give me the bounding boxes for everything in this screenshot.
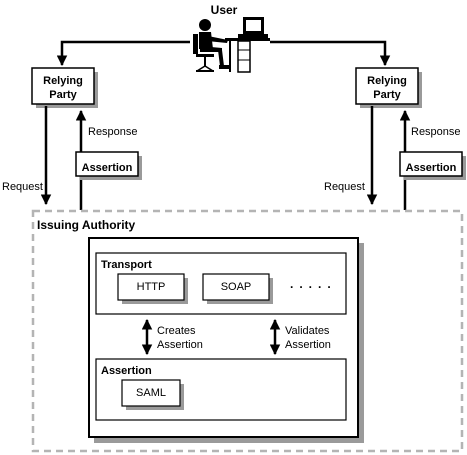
- right-request-label: Request: [324, 181, 365, 193]
- soap-box: [202, 273, 273, 304]
- transport-title: Transport: [101, 259, 152, 271]
- right-relying-party-box: [355, 67, 422, 108]
- validates-label-1: Validates: [285, 325, 330, 337]
- left-relying-party-label-1: Relying: [43, 75, 83, 87]
- creates-label-2: Assertion: [157, 339, 203, 351]
- right-assertion-box: [399, 151, 466, 180]
- assertion-title: Assertion: [101, 365, 152, 377]
- right-relying-party-label-1: Relying: [367, 75, 407, 87]
- issuing-authority-boundary: [31, 209, 464, 453]
- left-assertion-label: Assertion: [82, 162, 133, 174]
- user-to-right-connector: [270, 40, 391, 67]
- transport-ellipsis: · · · · ·: [290, 280, 332, 294]
- http-label: HTTP: [137, 281, 166, 293]
- soap-label: SOAP: [221, 281, 252, 293]
- user-to-left-connector: [56, 40, 190, 67]
- saml-box: [121, 379, 184, 410]
- left-assertion-box: [75, 151, 142, 180]
- right-assertion-label: Assertion: [406, 162, 457, 174]
- http-box: [117, 273, 188, 304]
- left-request-label: Request: [2, 181, 43, 193]
- left-relying-party-box: [31, 67, 98, 108]
- user-at-computer-icon: [193, 17, 270, 73]
- left-relying-party-label-2: Party: [49, 89, 77, 101]
- right-relying-party-label-2: Party: [373, 89, 401, 101]
- user-label: User: [211, 3, 238, 17]
- saml-label: SAML: [136, 387, 166, 399]
- right-response-label: Response: [411, 126, 461, 138]
- left-response-label: Response: [88, 126, 138, 138]
- creates-label-1: Creates: [157, 325, 196, 337]
- validates-label-2: Assertion: [285, 339, 331, 351]
- issuing-authority-title: Issuing Authority: [37, 218, 136, 232]
